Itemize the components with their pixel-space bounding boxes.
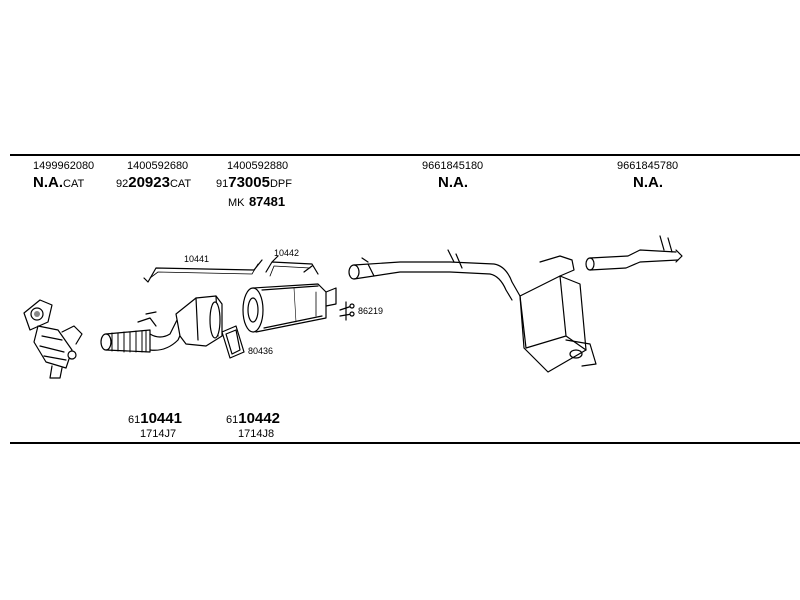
catalyst-canister	[175, 295, 223, 347]
part-number: 20923	[128, 174, 170, 191]
part-suffix: CAT	[63, 178, 85, 190]
part-code-5: N.A.	[633, 174, 663, 192]
oem-number-5: 9661845780	[617, 160, 679, 172]
oem-number-4: 9661845180	[422, 160, 484, 172]
tag-86219: 86219	[358, 306, 384, 316]
gasket-80436	[221, 325, 245, 359]
tail-pipe	[585, 235, 683, 271]
front-pipe-flex	[100, 311, 187, 353]
rear-muffler	[519, 255, 597, 373]
part-number: 73005	[228, 174, 270, 191]
part-code-4: N.A.	[438, 174, 468, 192]
tag-80436: 80436	[248, 346, 274, 356]
part-prefix: 92	[116, 178, 129, 190]
mk-label: MK	[228, 197, 245, 209]
part-number: N.A.	[633, 174, 663, 191]
oem-number-3: 1400592880	[227, 160, 289, 172]
part-number: 10441	[140, 410, 182, 427]
manifold-catalyst	[23, 299, 83, 379]
tag-10442: 10442	[274, 248, 300, 258]
intermediate-pipe	[348, 249, 521, 301]
footer-part-1-sub: 1714J7	[140, 428, 177, 440]
bracket-10442	[265, 255, 319, 277]
part-code-2: 9220923CAT	[116, 174, 191, 192]
part-number: N.A.	[438, 174, 468, 191]
mk-code: MK 87481	[228, 193, 285, 211]
mk-number: 87481	[248, 194, 286, 209]
part-code-1: N.A.CAT	[33, 174, 84, 192]
top-rule	[10, 154, 800, 156]
part-number: 10442	[238, 410, 280, 427]
tag-10441: 10441	[184, 254, 210, 264]
footer-part-2-sub: 1714J8	[238, 428, 275, 440]
bottom-rule	[10, 442, 800, 444]
oem-number-2: 1400592680	[127, 160, 189, 172]
part-prefix: 61	[226, 414, 239, 426]
diesel-particulate-filter	[242, 283, 337, 333]
part-prefix: 91	[216, 178, 229, 190]
part-prefix: 61	[128, 414, 141, 426]
bracket-10441	[143, 259, 263, 283]
part-code-3: 9173005DPF	[216, 174, 292, 192]
oem-number-1: 1499962080	[33, 160, 95, 172]
part-suffix: DPF	[269, 178, 292, 190]
footer-part-1: 6110441	[128, 410, 182, 428]
part-suffix: CAT	[169, 178, 192, 190]
footer-part-2: 6110442	[226, 410, 280, 428]
clamp-86219	[339, 301, 355, 321]
part-number: N.A.	[33, 174, 63, 191]
